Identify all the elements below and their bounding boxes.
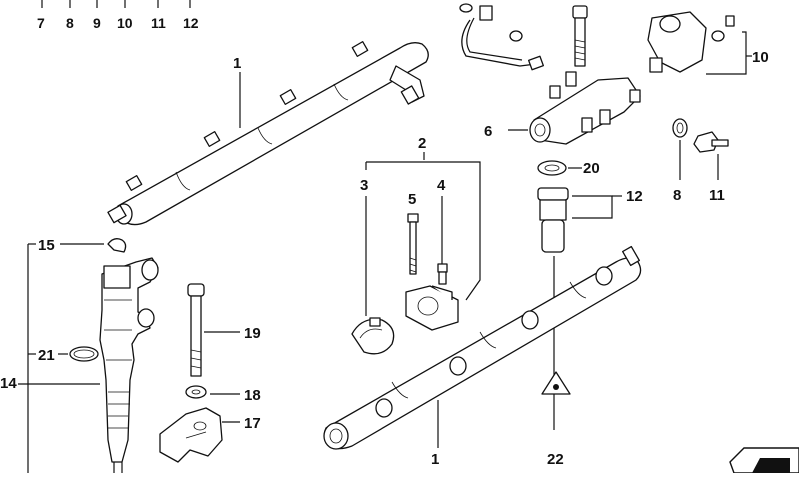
callout-18: 18 (244, 387, 261, 404)
upper-fuel-rail: 1 (107, 41, 429, 226)
valve-assembly: 20 12 (537, 160, 643, 430)
callout-8-top: 8 (66, 15, 74, 31)
callout-12-top: 12 (183, 15, 199, 31)
callout-4: 4 (437, 177, 446, 194)
injector-group: 15 14 21 (0, 237, 159, 473)
warning-label-icon: 22 (541, 371, 571, 468)
seal-and-bleed: 8 11 (672, 118, 729, 204)
callout-10: 10 (752, 49, 769, 66)
callout-22: 22 (547, 451, 564, 468)
bolt-top (572, 5, 588, 67)
callout-15: 15 (38, 237, 55, 254)
callout-5: 5 (408, 191, 416, 208)
callout-21: 21 (38, 347, 55, 364)
callout-6: 6 (484, 123, 492, 140)
rail-ports-upper (125, 41, 369, 191)
callout-14: 14 (0, 375, 17, 392)
callout-12: 12 (626, 188, 643, 205)
bracket-group: 2 3 4 5 (351, 135, 481, 355)
corner-tag-icon (729, 447, 799, 474)
injector-hardware: 19 18 17 (159, 283, 261, 463)
callout-2: 2 (418, 135, 426, 152)
callout-19: 19 (244, 325, 261, 342)
callout-1-upper: 1 (233, 55, 241, 72)
lower-fuel-rail: 1 (323, 245, 642, 468)
callout-9: 9 (93, 15, 101, 31)
pressure-sensor: 10 (647, 11, 769, 75)
callout-1-lower: 1 (431, 451, 439, 468)
callout-11-top: 11 (151, 15, 166, 31)
callout-20: 20 (583, 160, 600, 177)
callout-10-top: 10 (117, 15, 133, 31)
callout-3: 3 (360, 177, 368, 194)
fuel-line (459, 3, 544, 71)
callout-8: 8 (673, 187, 681, 204)
top-number-row: 7 8 9 10 11 12 (37, 0, 199, 31)
callout-11: 11 (709, 187, 725, 204)
callout-7: 7 (37, 15, 45, 31)
callout-17: 17 (244, 415, 261, 432)
pressure-block: 6 (484, 71, 641, 145)
